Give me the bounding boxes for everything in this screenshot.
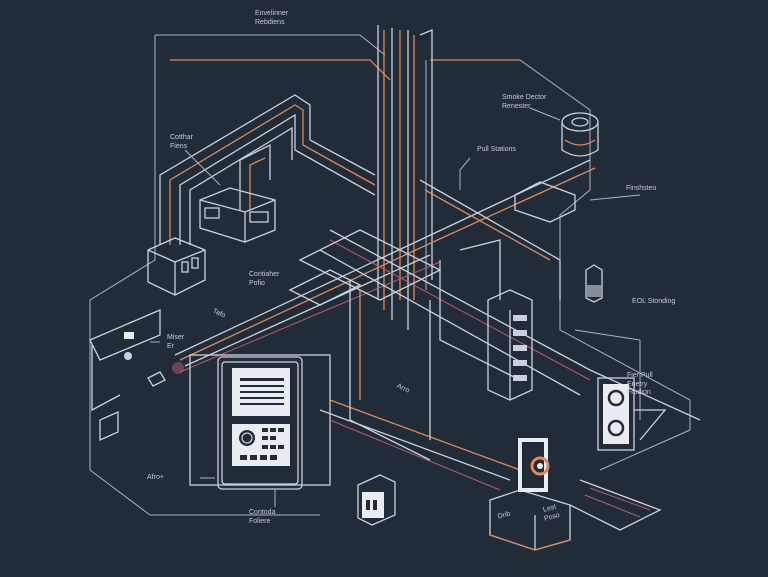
junction-box-mid [199, 187, 276, 243]
label-envelinner: Envelinner Rebdiens [255, 10, 289, 26]
relay-module [357, 474, 396, 526]
smoke-detector [514, 112, 599, 223]
junction-box-left [147, 237, 206, 296]
leader-lines [150, 107, 561, 507]
wall-device-panel [89, 309, 184, 442]
label-eol: EOL Stonding [632, 298, 676, 305]
label-contiaher: Contiaher Pofio [249, 271, 280, 287]
fire-alarm-control-panel [189, 354, 331, 490]
label-finshsteo: Finshsteo [626, 185, 657, 192]
vertical-conduit-bundle [377, 25, 433, 330]
label-pull-stations: Pull Stations [477, 146, 516, 153]
label-cotthar: Cotthar Fiens [170, 134, 193, 150]
eol-device [585, 264, 603, 303]
diagonal-cable-runs [174, 159, 701, 491]
frame-lines [89, 34, 691, 516]
label-miser: Miser Er [167, 334, 185, 350]
label-afro: Afro+ [147, 474, 164, 481]
module-rack [487, 289, 533, 401]
pull-station-right [597, 377, 667, 451]
label-fier-pull: Fier Pull Enetry Frodion [627, 372, 653, 396]
left-pipe-loop [159, 94, 376, 245]
label-smoke-detector: Smoke Dector Renester [502, 94, 547, 110]
label-contoda: Contoda Foliere [249, 509, 276, 525]
horn-strobe-device [489, 438, 662, 551]
